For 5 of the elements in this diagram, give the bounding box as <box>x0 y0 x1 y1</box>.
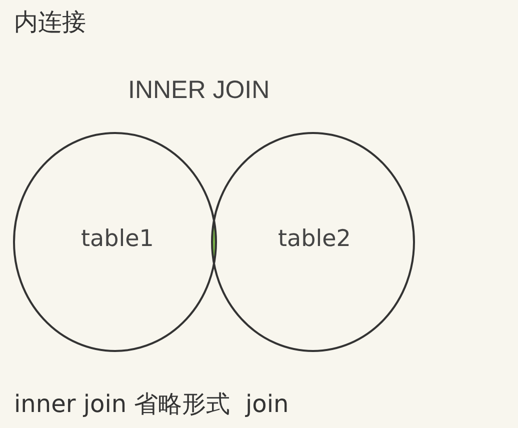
title: 内连接 <box>14 7 86 38</box>
set-label: table2 <box>278 226 351 252</box>
diagram-heading: INNER JOIN <box>128 76 270 105</box>
caption: inner join 省略形式 join <box>14 389 289 420</box>
set-label: table1 <box>81 226 154 252</box>
